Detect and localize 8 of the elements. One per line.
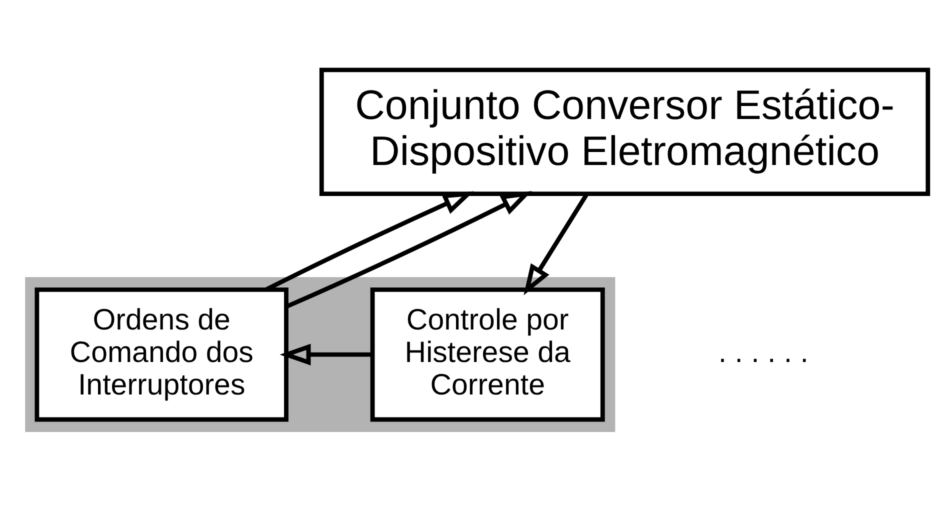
node-box: Controle por Histerese da Corrente bbox=[370, 287, 605, 422]
arrow bbox=[265, 191, 474, 292]
node-box: Ordens de Comando dos Interruptores bbox=[34, 287, 288, 422]
arrow bbox=[280, 344, 372, 366]
arrow bbox=[285, 190, 532, 309]
label: . . . . . . bbox=[718, 336, 809, 369]
cluster bbox=[25, 277, 616, 432]
node-box: Conjunto Conversor Estático- Dispositivo Eletromagnético bbox=[319, 68, 930, 196]
